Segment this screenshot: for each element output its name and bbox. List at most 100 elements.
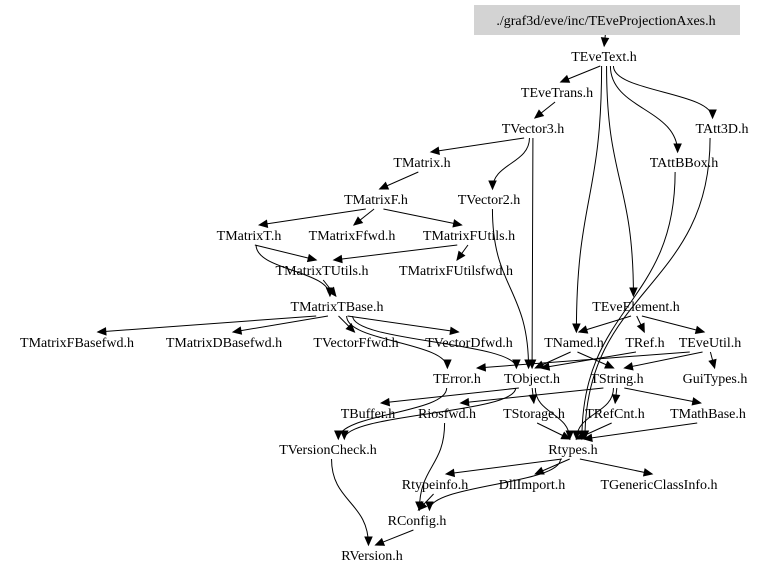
node-label: TMatrixFfwd.h (309, 229, 396, 244)
node-label: TBuffer.h (341, 407, 396, 422)
arrowhead-icon (691, 397, 702, 406)
node-rconfig[interactable]: RConfig.h (388, 514, 447, 529)
edge-rconfig-to-rversion (374, 529, 414, 546)
node-tevetrans[interactable]: TEveTrans.h (521, 86, 593, 101)
node-label: TMatrixFUtils.h (423, 229, 515, 244)
arrowhead-icon (364, 536, 373, 547)
node-tstorage[interactable]: TStorage.h (503, 407, 565, 422)
root-node-background (474, 5, 740, 35)
edge-line (612, 65, 714, 119)
node-label: TObject.h (504, 372, 560, 387)
node-label: TMatrixDBasefwd.h (166, 336, 282, 351)
edge-line (97, 315, 317, 333)
edge-line (254, 244, 317, 261)
edge-rtypeinfo-to-rconfig (417, 493, 434, 511)
arrowhead-icon (582, 433, 593, 443)
node-tmatrixfutils[interactable]: TMatrixFUtils.h (423, 229, 515, 244)
node-tref[interactable]: TRef.h (625, 336, 664, 351)
edge-tmatrixf-to-tmatrixfutils (383, 208, 463, 228)
node-rtypeinfo[interactable]: Rtypeinfo.h (402, 478, 469, 493)
node-tvector3[interactable]: TVector3.h (502, 122, 565, 137)
node-tversioncheck[interactable]: TVersionCheck.h (279, 443, 377, 458)
edge-teveutil-to-guitypes (708, 351, 717, 370)
node-label: TVector2.h (458, 193, 521, 208)
edge-tevetext-to-tatt3d (612, 65, 717, 120)
node-tbuffer[interactable]: TBuffer.h (341, 407, 396, 422)
edge-line (491, 208, 530, 369)
arrowhead-icon (577, 325, 589, 334)
node-terror[interactable]: TError.h (433, 372, 481, 387)
node-label: ./graf3d/eve/inc/TEveProjectionAxes.h (496, 14, 715, 29)
node-riosfwd[interactable]: Riosfwd.h (418, 407, 476, 422)
node-tmatrixffwd[interactable]: TMatrixFfwd.h (309, 229, 396, 244)
node-label: TVector3.h (502, 122, 565, 137)
edge-line (579, 458, 653, 475)
node-tnamed[interactable]: TNamed.h (544, 336, 603, 351)
node-label: RConfig.h (388, 514, 447, 529)
node-tmatrix[interactable]: TMatrix.h (393, 156, 450, 171)
arrowhead-icon (334, 430, 343, 441)
node-tatt3d[interactable]: TAtt3D.h (696, 122, 749, 137)
edge-trefcnt-to-rtypes (575, 422, 612, 440)
edge-line (331, 458, 369, 546)
edge-tatt3d-to-rtypes (580, 137, 711, 441)
node-tmathbase[interactable]: TMathBase.h (670, 407, 746, 422)
edge-line (583, 422, 698, 440)
node-label: RVersion.h (341, 549, 403, 564)
arrowhead-icon (332, 254, 343, 264)
node-tobject[interactable]: TObject.h (504, 372, 560, 387)
node-label: GuiTypes.h (683, 372, 748, 387)
edge-tmatrixtutils-to-tmatrixtbase (322, 279, 337, 297)
node-root[interactable]: ./graf3d/eve/inc/TEveProjectionAxes.h (474, 5, 740, 35)
node-trefcnt[interactable]: TRefCnt.h (585, 407, 645, 422)
node-label: TVersionCheck.h (279, 443, 377, 458)
node-tgenericclassinfo[interactable]: TGenericClassInfo.h (600, 478, 717, 493)
node-guitypes[interactable]: GuiTypes.h (683, 372, 748, 387)
edge-line (418, 422, 446, 511)
edge-line (232, 315, 329, 333)
edge-rtypes-to-tgenericclassinfo (579, 458, 654, 477)
node-tmatrixtbase[interactable]: TMatrixTBase.h (291, 300, 384, 315)
node-tvector2[interactable]: TVector2.h (458, 193, 521, 208)
node-tevetext[interactable]: TEveText.h (571, 50, 637, 65)
node-tattbbox[interactable]: TAttBBox.h (650, 156, 719, 171)
node-tmatrixf[interactable]: TMatrixF.h (344, 193, 408, 208)
node-tmatrixt[interactable]: TMatrixT.h (217, 229, 282, 244)
edge-line (383, 208, 462, 226)
node-tvectorffwd[interactable]: TVectorFfwd.h (313, 336, 398, 351)
node-rversion[interactable]: RVersion.h (341, 549, 403, 564)
node-tmatrixdbasefwd[interactable]: TMatrixDBasefwd.h (166, 336, 282, 351)
arrowhead-icon (572, 323, 581, 334)
node-label: TError.h (433, 372, 481, 387)
edge-tmatrixf-to-tmatrixt (257, 208, 366, 228)
node-label: TEveTrans.h (521, 86, 593, 101)
node-dllimport[interactable]: DllImport.h (499, 478, 566, 493)
edge-tmatrixtbase-to-tmatrixfbasefwd (96, 315, 317, 336)
node-label: Riosfwd.h (418, 407, 476, 422)
edge-line (581, 171, 676, 440)
node-tmatrixfbasefwd[interactable]: TMatrixFBasefwd.h (20, 336, 134, 351)
arrowhead-icon (345, 322, 356, 333)
node-label: TMatrix.h (393, 156, 450, 171)
node-tstring[interactable]: TString.h (590, 372, 643, 387)
node-teveelement[interactable]: TEveElement.h (592, 300, 679, 315)
node-tmatrixtutils[interactable]: TMatrixTUtils.h (276, 264, 369, 279)
node-label: TVectorDfwd.h (425, 336, 512, 351)
arrowhead-icon (425, 501, 434, 512)
node-label: TGenericClassInfo.h (600, 478, 717, 493)
arrowhead-icon (475, 363, 487, 372)
arrowhead-icon (379, 397, 391, 407)
edge-tversioncheck-to-rversion (331, 458, 373, 547)
node-tvectordfwd[interactable]: TVectorDfwd.h (425, 336, 512, 351)
node-rtypes[interactable]: Rtypes.h (548, 443, 597, 458)
arrowhead-icon (327, 286, 337, 297)
edge-line (624, 351, 703, 369)
node-label: TNamed.h (544, 336, 603, 351)
node-teveutil[interactable]: TEveUtil.h (679, 336, 742, 351)
arrowhead-icon (559, 74, 571, 83)
arrowhead-icon (673, 143, 682, 154)
node-label: TMatrixTUtils.h (276, 264, 369, 279)
node-tmatrixfutilsfwd[interactable]: TMatrixFUtilsfwd.h (399, 264, 513, 279)
edge-tmatrixtbase-to-terror (346, 315, 452, 370)
node-label: TMatrixFBasefwd.h (20, 336, 134, 351)
